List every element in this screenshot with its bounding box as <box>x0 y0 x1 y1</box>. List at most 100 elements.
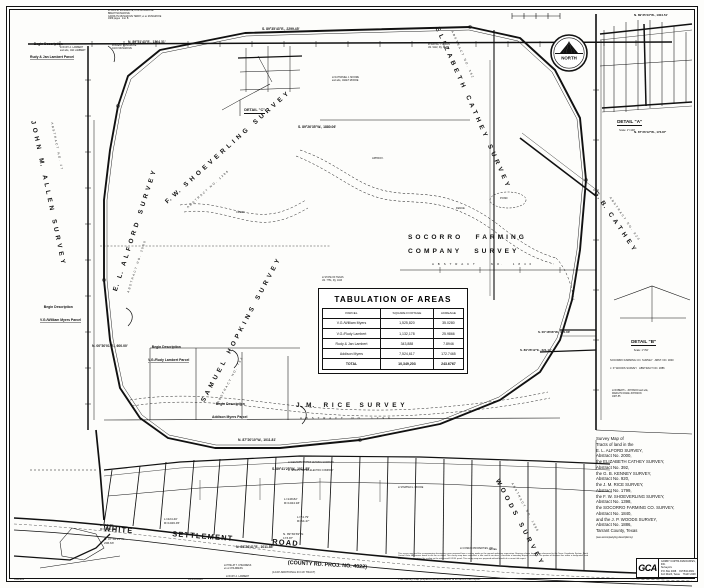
begin-description-rudy-lambert: Begin Description V.G./Rudy Lambert Parc… <box>148 341 190 372</box>
title-line: the SOCORRO FARMING CO. SURVEY, <box>596 505 675 510</box>
bearing-callout: N. 89°51'43"E., 1304.31' <box>128 40 166 44</box>
title-line: Abstract No. 1886, <box>596 522 632 528</box>
table-row: Addison Myers 7,524,617 172.7465 <box>322 348 465 360</box>
table-row: Rudy & Jan Lambert 343,888 7.8946 <box>322 338 465 350</box>
owner-note: to CONRAD PROPERTIES, INC. <box>460 548 494 550</box>
surveyor-stamp-block: GCA GORRY CURTIS ASSOCIATES, INC. Survey… <box>636 558 698 578</box>
cell-square-footage: 343,888 <box>379 338 434 350</box>
begin-description-label: Begin Description <box>215 402 245 407</box>
title-line: Abstract No. 1799, <box>596 487 632 493</box>
bearing-callout: N. 89°35'43"W., 1304.51' <box>634 13 668 17</box>
tabulation-col-square-footage: SQUARE FOOTAGE <box>379 308 434 319</box>
title-line: Tarrant County, Texas <box>596 528 638 533</box>
tabulation-title: TABULATION OF AREAS <box>334 295 452 304</box>
cell-parcel: Addison Myers <box>322 348 381 360</box>
woods-survey-note-1: SOCORRO FARMING CO. SURVEY ABST. NO. 184… <box>610 359 674 362</box>
title-line: the ELIZABETH CATHEY SURVEY, <box>596 459 665 464</box>
detail-label-a: DETAIL "A" Scale: 1"=100' <box>612 114 643 142</box>
owner-note: to RUDY A. LAMBERT and wife, JAN LAMBERT <box>60 47 86 52</box>
title-line: E. L. ALFORD SURVEY, <box>596 447 643 453</box>
fence-label: FENCE <box>456 207 465 210</box>
cell-parcel: TOTAL <box>322 358 381 370</box>
surveyor-address: P.O. Box 4008 <box>661 569 677 573</box>
curve-callout: N. 89°36'39"W. 173.87' <box>283 532 304 540</box>
owner-note: to PHILLIP T. CHILDRESS et ux CHILDRESS <box>224 565 252 570</box>
detail-b-name: DETAIL "B" <box>631 339 657 346</box>
title-block-note: (see accompanying descriptions) <box>596 535 633 539</box>
owner-note: to JACK E. MUSGROVE, et ux MUSGROVE BREN… <box>108 10 162 21</box>
woods-survey-note-2: J. P. WOODS SURVEY ABSTRACT NO. 1886 <box>610 367 665 370</box>
bearing-callout: N. 87°26'12"W., 173.87' <box>634 130 667 134</box>
approx-label: APPROX. <box>372 157 384 160</box>
cell-acreage: 25.9866 <box>432 327 465 340</box>
survey-label-rice: J. M. R I C E S U R V E Y <box>296 402 406 409</box>
survey-label-socorro-line2: C O M P A N Y S U R V E Y <box>408 248 517 255</box>
title-line: the F. W. SHOEVERLING SURVEY, <box>596 493 665 499</box>
owner-note: to NATHANIEL J. MOORE and wife, JANET MO… <box>332 77 359 82</box>
bearing-callout: N. 00°30'01"E., 600.00' <box>92 344 128 348</box>
survey-abstract-rice: A B S T R A C T N O. 1 7 9 9 <box>300 416 392 420</box>
bearing-callout: S. 89°26'12"E., 221.14' <box>520 348 552 352</box>
table-row-total: TOTAL 10,349,203 243.6767 <box>322 358 465 370</box>
surveyor-stamp-info: GORRY CURTIS ASSOCIATES, INC. Surveyors … <box>659 560 697 576</box>
begin-description-label: Begin Description <box>33 42 63 47</box>
cell-square-footage: 1,132,178 <box>379 327 434 340</box>
table-row: V.G./Rudy Lambert 1,132,178 25.9866 <box>322 327 465 340</box>
cell-parcel: V.G./Rudy Lambert <box>322 327 381 340</box>
certification-heading: NOTES <box>489 549 497 551</box>
certification-body: This survey map and the accompanying des… <box>398 552 588 560</box>
surveyor-city: Fort Worth, Texas <box>661 572 680 576</box>
owner-note: to TEXAS UTILITIES ELECTRIC COMPANY <box>288 470 334 472</box>
begin-description-parcel: V.G./William Myers Parcel <box>40 318 82 324</box>
cell-acreage: 243.6767 <box>432 358 465 370</box>
title-line: Abstract No. 392, <box>596 464 630 470</box>
title-line: the J. M. RICE SURVEY, <box>596 482 644 487</box>
cell-square-footage: 10,349,203 <box>379 358 434 370</box>
title-line: Survey Map of <box>596 436 624 441</box>
owner-note: to STEPHEN L. MOORE <box>398 487 424 489</box>
tabulation-of-areas: TABULATION OF AREAS PARCEL SQUARE FOOTAG… <box>318 288 468 374</box>
title-line: and the J. P. WOODS SURVEY, <box>596 516 657 522</box>
title-line: the G. B. KENNEY SURVEY, <box>596 470 652 476</box>
cell-parcel: V.G./William Myers <box>322 317 381 329</box>
road-note-row: (A 100' ADDITIONAL R.O.W. TRACT) <box>272 571 316 574</box>
title-block: Survey Map of Tracts of land in the E. L… <box>596 436 700 539</box>
margin-id-left: 0482381 <box>14 578 25 581</box>
detail-b-scale: Scale: 1"=50' <box>633 349 649 352</box>
detail-label-c: DETAIL "C" <box>240 104 265 116</box>
owner-note: to WAYNE T. OLSON Vol. 9122, Pg. 1129 <box>428 44 450 49</box>
tabulation-col-parcel: PARCEL <box>322 308 381 319</box>
bearing-callout: S. 89°26'35"W., 1880.06' <box>298 125 337 129</box>
begin-description-parcel: V.G./Rudy Lambert Parcel <box>148 358 190 364</box>
owner-note: to WESTERN STATES LEASING COMPANY <box>288 462 334 464</box>
tabulation-header-row: PARCEL SQUARE FOOTAGE ACREAGE <box>322 308 465 319</box>
title-line: Abstract No. 2000, <box>596 453 632 459</box>
pond-label: POND <box>500 197 508 200</box>
tabulation-col-acreage: ACREAGE <box>432 308 465 319</box>
cell-square-footage: 7,524,617 <box>379 348 434 360</box>
bearing-callout: N. 89°36'41"E., 1011.85' <box>236 545 274 549</box>
north-arrow: NORTH <box>550 34 588 72</box>
detail-a-name: DETAIL "A" <box>617 119 643 126</box>
survey-abstract-socorro: A B S T R A C T N O. 1 8 4 0 <box>432 262 533 266</box>
owner-note: to STATE OF TEXAS Vol. 7751, Pg. 1043 <box>322 277 344 282</box>
begin-description-parcel: Addison Myers Parcel <box>212 415 248 421</box>
detail-a-scale: Scale: 1"=100' <box>619 129 636 132</box>
footer-note: This survey map prepared without benefit… <box>398 577 481 581</box>
detail-c-name: DETAIL "C" <box>244 108 265 114</box>
begin-description-label: Begin Description <box>43 305 73 310</box>
surveyor-role: Surveyors <box>661 566 672 570</box>
begin-description-william-myers: Begin Description V.G./William Myers Par… <box>40 301 82 332</box>
bearing-callout: S. 89°35'43"E., 2299.45' <box>262 27 300 31</box>
cell-acreage: 172.7465 <box>432 348 465 360</box>
cell-parcel: Rudy & Jan Lambert <box>322 338 381 350</box>
surveyor-phone: 817/534-0381 <box>679 569 695 573</box>
title-line: Abstract No. 1840, <box>596 510 632 516</box>
north-arrow-label: NORTH <box>561 56 577 61</box>
bearing-callout: N. 87°20'10"W., 1011.81' <box>238 438 277 442</box>
bearing-callout: S. 89°41'25"W., 1011.85' <box>272 467 310 471</box>
owner-note: to ROBERT L. JOHNSON and wife, MARILYN D… <box>612 390 649 398</box>
bearing-callout: S. 00°18'08"W., 170.03' <box>538 330 571 334</box>
cell-square-footage: 1,525,820 <box>379 317 434 329</box>
